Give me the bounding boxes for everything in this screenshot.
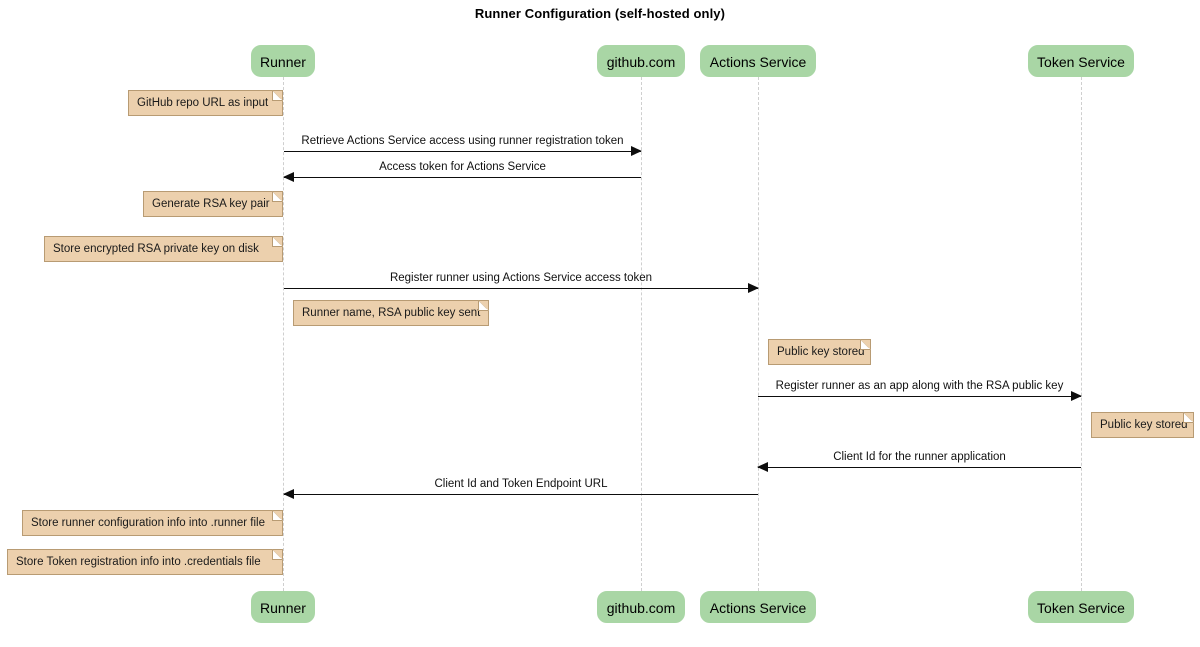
note-fold-corner-icon bbox=[272, 90, 283, 101]
lifeline-runner bbox=[283, 77, 284, 591]
note-github-repo-url: GitHub repo URL as input bbox=[128, 90, 283, 116]
participant-github-bottom[interactable]: github.com bbox=[597, 591, 685, 623]
message-label: Register runner using Actions Service ac… bbox=[389, 272, 653, 284]
note-store-runner-config: Store runner configuration info into .ru… bbox=[22, 510, 283, 536]
arrow-head-icon bbox=[748, 283, 759, 293]
arrow-line bbox=[284, 151, 641, 152]
note-text: Public key stored bbox=[1100, 419, 1188, 431]
note-public-key-stored-1: Public key stored bbox=[768, 339, 871, 365]
note-generate-rsa: Generate RSA key pair bbox=[143, 191, 283, 217]
note-fold-corner-icon bbox=[272, 191, 283, 202]
lifeline-actions bbox=[758, 77, 759, 591]
message-label: Register runner as an app along with the… bbox=[775, 380, 1064, 392]
arrow-line bbox=[758, 467, 1081, 468]
arrow-line bbox=[284, 494, 758, 495]
arrow-head-icon bbox=[283, 489, 294, 499]
arrow-line bbox=[284, 288, 758, 289]
lifeline-token bbox=[1081, 77, 1082, 591]
note-text: Store runner configuration info into .ru… bbox=[31, 517, 265, 529]
note-runner-name-pubkey: Runner name, RSA public key sent bbox=[293, 300, 489, 326]
message-label: Client Id for the runner application bbox=[833, 451, 1006, 463]
note-fold-corner-icon bbox=[478, 300, 489, 311]
arrow-line bbox=[284, 177, 641, 178]
participant-token-top[interactable]: Token Service bbox=[1028, 45, 1134, 77]
note-public-key-stored-2: Public key stored bbox=[1091, 412, 1194, 438]
note-store-private-key: Store encrypted RSA private key on disk bbox=[44, 236, 283, 262]
note-text: Public key stored bbox=[777, 346, 865, 358]
participant-runner-top[interactable]: Runner bbox=[251, 45, 315, 77]
note-fold-corner-icon bbox=[1183, 412, 1194, 423]
page-title: Runner Configuration (self-hosted only) bbox=[474, 6, 726, 21]
note-text: Generate RSA key pair bbox=[152, 198, 270, 210]
note-fold-corner-icon bbox=[272, 510, 283, 521]
note-text: Runner name, RSA public key sent bbox=[302, 307, 481, 319]
arrow-head-icon bbox=[757, 462, 768, 472]
arrow-head-icon bbox=[1071, 391, 1082, 401]
arrow-head-icon bbox=[283, 172, 294, 182]
note-fold-corner-icon bbox=[272, 549, 283, 560]
note-text: Store Token registration info into .cred… bbox=[16, 556, 261, 568]
participant-github-top[interactable]: github.com bbox=[597, 45, 685, 77]
arrow-line bbox=[758, 396, 1081, 397]
message-label: Access token for Actions Service bbox=[379, 161, 546, 173]
note-text: GitHub repo URL as input bbox=[137, 97, 269, 109]
message-label: Client Id and Token Endpoint URL bbox=[434, 478, 608, 490]
participant-actions-top[interactable]: Actions Service bbox=[700, 45, 816, 77]
message-label: Retrieve Actions Service access using ru… bbox=[301, 135, 624, 147]
note-fold-corner-icon bbox=[272, 236, 283, 247]
participant-runner-bottom[interactable]: Runner bbox=[251, 591, 315, 623]
arrow-head-icon bbox=[631, 146, 642, 156]
note-fold-corner-icon bbox=[860, 339, 871, 350]
lifeline-github bbox=[641, 77, 642, 591]
note-store-token-reg: Store Token registration info into .cred… bbox=[7, 549, 283, 575]
note-text: Store encrypted RSA private key on disk bbox=[53, 243, 259, 255]
participant-actions-bottom[interactable]: Actions Service bbox=[700, 591, 816, 623]
participant-token-bottom[interactable]: Token Service bbox=[1028, 591, 1134, 623]
